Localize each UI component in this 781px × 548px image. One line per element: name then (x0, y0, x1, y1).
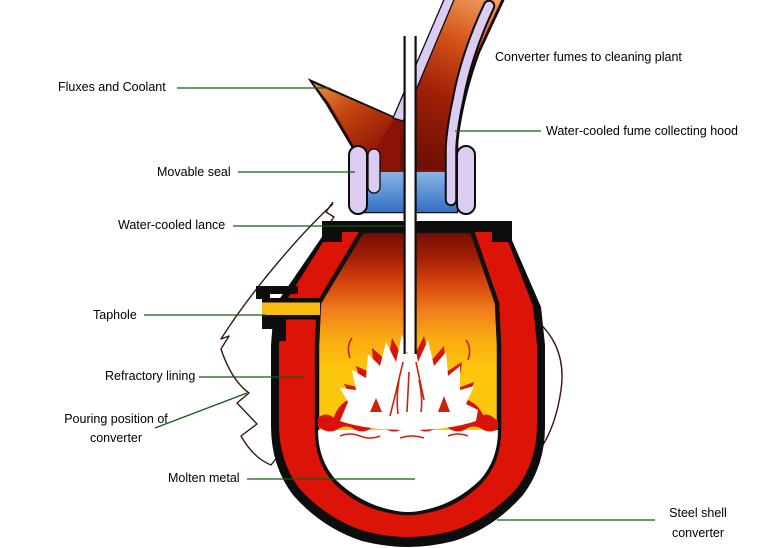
charging-chute (313, 83, 394, 166)
label-pouring-position-line1: Pouring position of (64, 412, 168, 426)
label-movable-seal: Movable seal (157, 165, 231, 179)
label-pouring-position-line2: converter (89, 431, 143, 445)
label-taphole: Taphole (93, 308, 137, 322)
label-refractory-lining: Refractory lining (105, 369, 196, 383)
trunnion-sketch (535, 319, 563, 449)
label-converter-fumes: Converter fumes to cleaning plant (495, 50, 682, 64)
hood-right-edge (446, 1, 494, 205)
label-steel-shell-line2: converter (671, 526, 725, 540)
flame-tongue-left (370, 398, 382, 412)
bath-surface-squiggles (339, 433, 469, 439)
label-pouring-position: Pouring position of converter (50, 410, 182, 448)
taphole-channel (256, 286, 320, 341)
movable-seal-left-bar (348, 145, 368, 215)
vessel-mouth-rim (322, 221, 512, 242)
label-fluxes-and-coolant: Fluxes and Coolant (58, 80, 166, 94)
label-steel-shell: Steel shell converter (648, 503, 748, 543)
converter-vessel (256, 221, 545, 547)
label-steel-shell-line1: Steel shell (669, 506, 727, 520)
flame-red-accents (347, 337, 471, 417)
oxygen-lance (403, 36, 417, 354)
leader-lines (144, 87, 655, 521)
molten-metal-bath (318, 430, 498, 512)
label-water-cooled-lance: Water-cooled lance (118, 218, 226, 232)
movable-seal-right-bar (456, 145, 476, 215)
label-molten-metal: Molten metal (168, 471, 240, 485)
seal-inner-stub (367, 148, 381, 194)
label-fume-hood: Water-cooled fume collecting hood (546, 124, 738, 138)
flame-tongue-right (438, 396, 450, 412)
leader-pouring-position (154, 392, 248, 429)
